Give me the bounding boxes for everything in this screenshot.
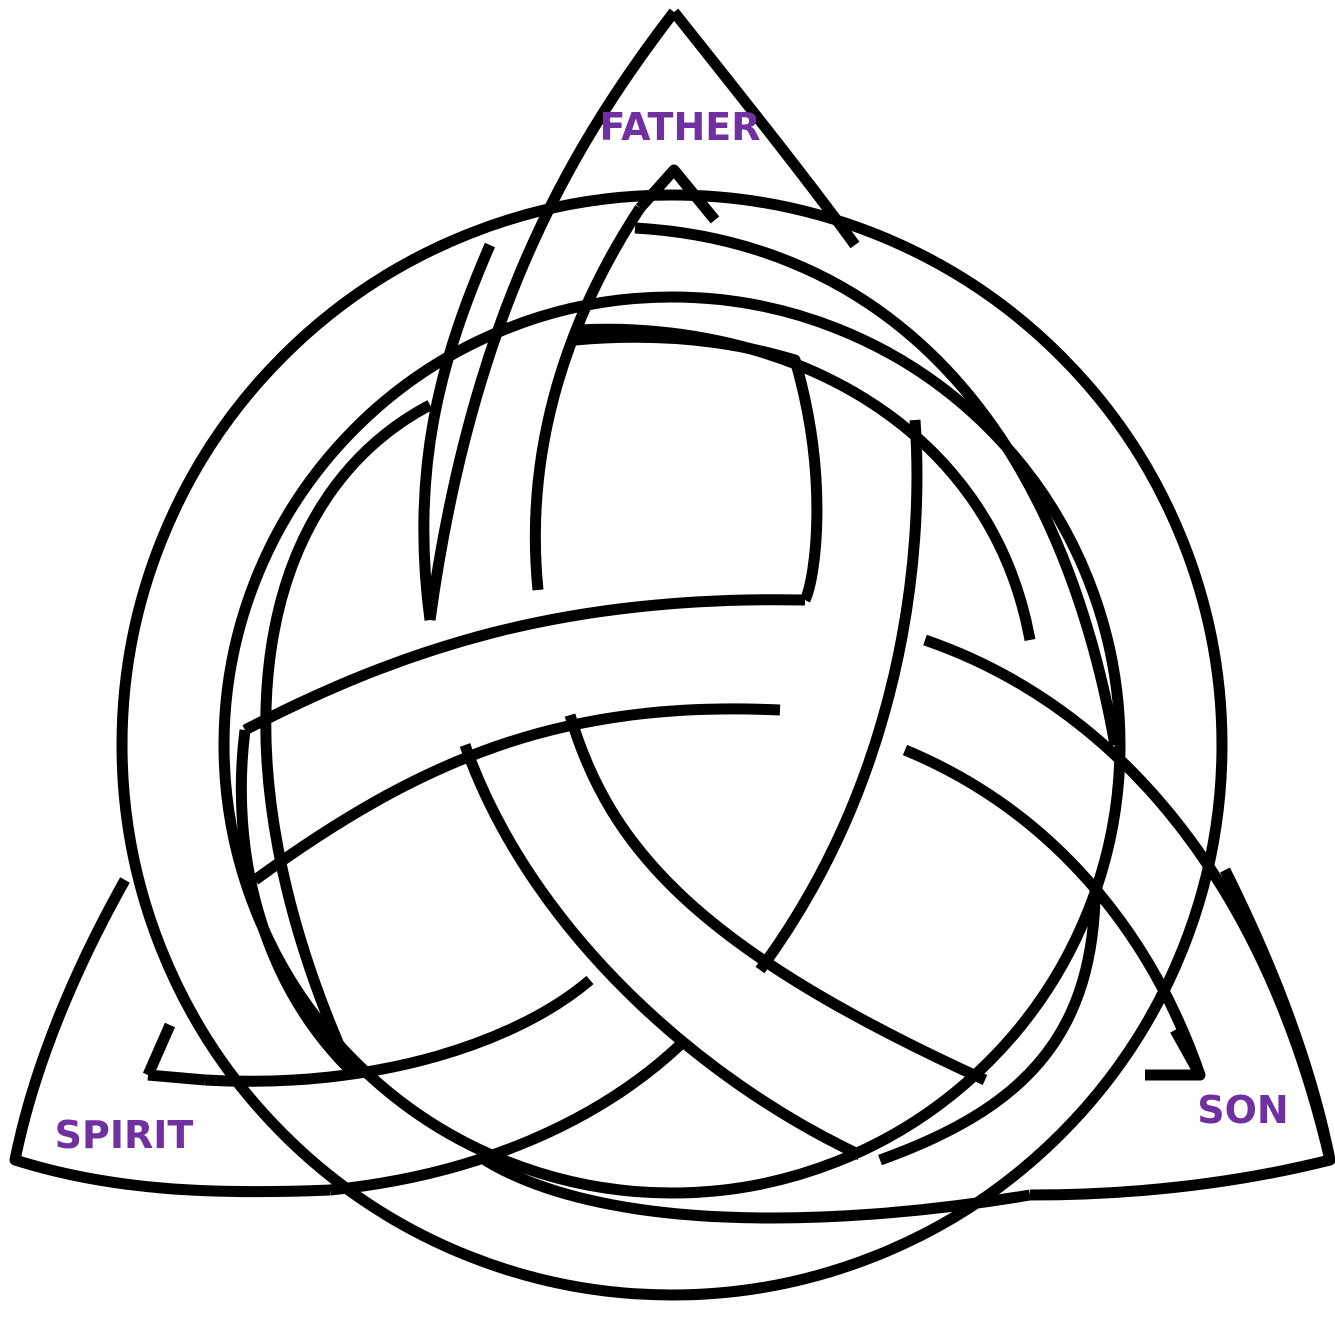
father-band-right-lobe-b — [760, 420, 917, 970]
father-band-right-lobe — [575, 337, 817, 600]
son-band-outer — [925, 640, 1330, 1160]
son-band-loop-b — [465, 745, 860, 1155]
outer-circle-outer-edge — [122, 195, 1222, 1295]
spirit-label: SPIRIT — [55, 1113, 194, 1157]
father-label: FATHER — [600, 105, 761, 149]
father-band-inner-left — [535, 208, 640, 590]
spirit-inner-notch — [148, 1025, 205, 1080]
son-band-loop-a — [570, 715, 985, 1080]
spirit-band-bottom-a — [205, 980, 590, 1081]
son-label: SON — [1197, 1088, 1288, 1132]
trinity-knot — [15, 12, 1330, 1295]
